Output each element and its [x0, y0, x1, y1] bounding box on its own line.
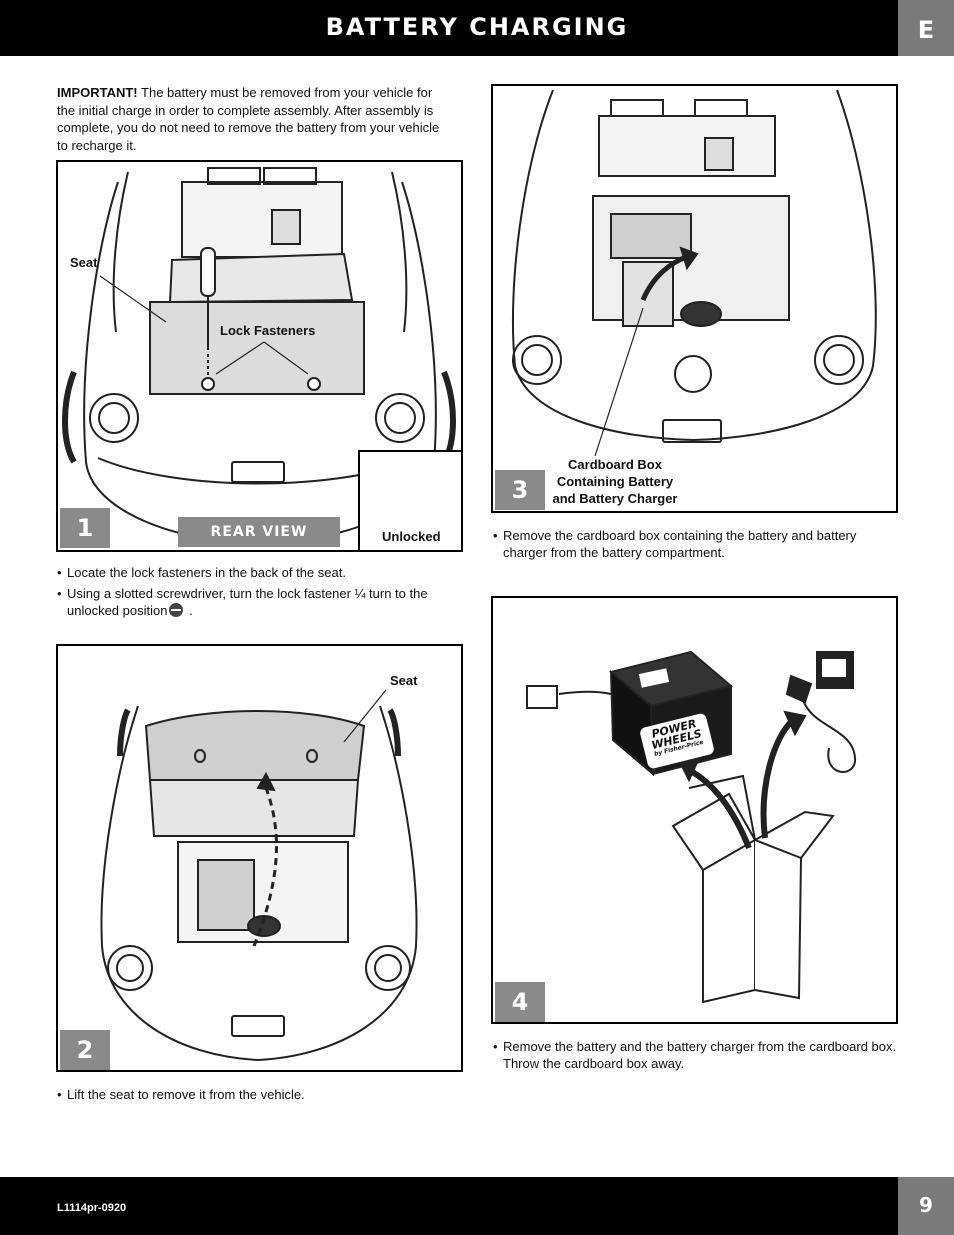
step-3-panel: Cardboard Box Containing Battery and Bat…: [491, 84, 898, 513]
step-1-panel: Seat Lock Fasteners 1 REAR VIEW Unlocked: [56, 160, 463, 552]
bullet-text: turn to the unlocked position: [67, 586, 428, 618]
document-code: L1114pr-0920: [57, 1202, 127, 1214]
bullet-text: Remove the cardboard box containing the …: [503, 528, 857, 560]
bullet-item: Remove the cardboard box containing the …: [493, 527, 893, 561]
step-2-instructions: Lift the seat to remove it from the vehi…: [57, 1086, 457, 1107]
step-4-illustration: [526, 650, 857, 1004]
callout-line: Containing Battery: [556, 474, 674, 489]
unlocked-label: Unlocked: [382, 529, 441, 544]
intro-text: The battery must be removed from your ve…: [57, 85, 440, 153]
page-title: BATTERY CHARGING: [325, 13, 629, 41]
seat-label: Seat: [390, 673, 418, 688]
step-number: 2: [60, 1030, 110, 1070]
step-number: 4: [495, 982, 545, 1022]
step-1-instructions: Locate the lock fasteners in the back of…: [57, 564, 457, 623]
callout-line: Cardboard Box: [568, 457, 662, 472]
step-4-instructions: Remove the battery and the battery charg…: [493, 1038, 898, 1076]
step-2-panel: Seat 2: [56, 644, 463, 1072]
bullet-text: .: [185, 603, 193, 618]
fraction-text: ¼: [354, 586, 366, 601]
cardboard-box-label: Cardboard Box Containing Battery and Bat…: [549, 456, 681, 507]
bullet-text: Locate the lock fasteners in the back of…: [67, 565, 346, 580]
bullet-text: Lift the seat to remove it from the vehi…: [67, 1087, 305, 1102]
callout-line: and Battery Charger: [552, 491, 678, 506]
unlocked-position-icon: [169, 603, 184, 617]
step-2-illustration: [100, 689, 418, 1062]
unlocked-inset: [358, 450, 461, 550]
bullet-item: Lift the seat to remove it from the vehi…: [57, 1086, 457, 1103]
bullet-text: Using a slotted screwdriver, turn the lo…: [67, 586, 355, 601]
bullet-item: Using a slotted screwdriver, turn the lo…: [57, 585, 457, 619]
step-3-illustration: [511, 89, 877, 457]
step-3-instructions: Remove the cardboard box containing the …: [493, 527, 893, 565]
page-footer: L1114pr-0920 9: [0, 1177, 954, 1235]
page-number: 9: [898, 1177, 954, 1235]
lock-fasteners-label: Lock Fasteners: [220, 323, 316, 338]
step-number: 3: [495, 470, 545, 510]
intro-paragraph: IMPORTANT! The battery must be removed f…: [57, 84, 447, 154]
rear-view-label: REAR VIEW: [178, 517, 340, 547]
bullet-item: Locate the lock fasteners in the back of…: [57, 564, 457, 581]
step-4-panel: POWER WHEELS by Fisher-Price 4: [491, 596, 898, 1024]
page-header: BATTERY CHARGING E: [0, 0, 954, 56]
bullet-item: Remove the battery and the battery charg…: [493, 1038, 898, 1072]
bullet-text: Remove the battery and the battery charg…: [503, 1039, 897, 1071]
important-label: IMPORTANT!: [57, 85, 138, 100]
seat-label: Seat: [70, 255, 98, 270]
step-number: 1: [60, 508, 110, 548]
step-1-illustration: [62, 167, 456, 546]
section-tab: E: [898, 0, 954, 56]
